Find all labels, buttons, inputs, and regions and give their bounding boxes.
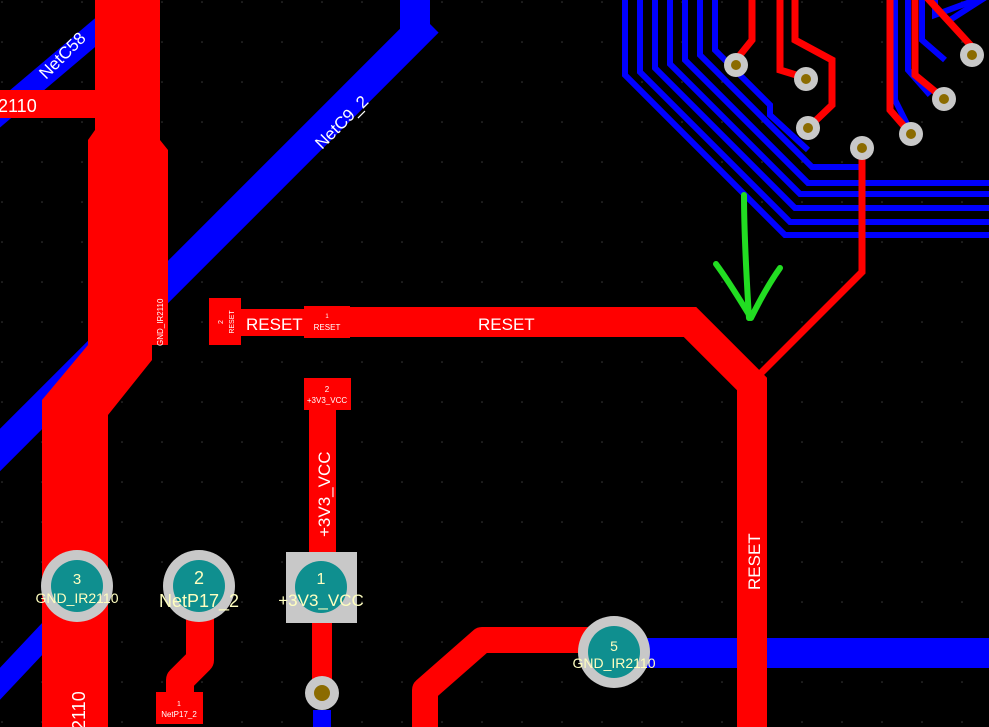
smd-vcc-pad2-number: 2 xyxy=(325,385,330,394)
smd-reset-pad1-net: RESET xyxy=(314,323,341,332)
label-reset-vertical: RESET xyxy=(745,533,764,590)
vias xyxy=(305,43,984,710)
trace-gnd-bottom[interactable] xyxy=(614,638,989,668)
smd-reset-pad2-net: RESET xyxy=(229,310,236,334)
pad-3-number: 3 xyxy=(73,571,81,588)
label-gnd-side: GND_IR2110 xyxy=(156,298,165,346)
trace-gnd-pad3[interactable] xyxy=(64,610,90,727)
pad-1-net: +3V3_VCC xyxy=(278,591,364,610)
pad-2-number: 2 xyxy=(194,568,204,588)
via[interactable] xyxy=(899,122,923,146)
trace-reset[interactable] xyxy=(305,307,767,727)
smd-reset-pad1-number: 1 xyxy=(325,314,329,320)
label-ir2110-bottom: 2110 xyxy=(69,691,89,727)
smd-netp17-pad1-net: NetP17_2 xyxy=(161,710,197,719)
pad-5-net: GND_IR2110 xyxy=(572,655,655,671)
pad-5[interactable] xyxy=(578,616,650,688)
via[interactable] xyxy=(305,676,339,710)
label-reset-small: RESET xyxy=(246,315,303,334)
label-vcc-vertical: +3V3_VCC xyxy=(315,451,334,537)
smd-reset-pad1[interactable] xyxy=(304,306,350,338)
trace-bus[interactable] xyxy=(622,0,989,238)
trace-netp17[interactable] xyxy=(166,610,214,700)
trace-reset-stub[interactable] xyxy=(236,309,308,336)
pad-3-net: GND_IR2110 xyxy=(35,590,118,606)
smd-vcc-pad2[interactable] xyxy=(304,378,351,410)
pad-1-number: 1 xyxy=(317,571,326,588)
via[interactable] xyxy=(932,87,956,111)
pad-2[interactable] xyxy=(163,550,235,622)
trace-gnd-ir2110[interactable] xyxy=(42,0,168,727)
smd-labels: 2 RESET 1 RESET 2 +3V3_VCC 1 NetP17_2 xyxy=(161,310,347,719)
smd-vcc-pad2-net: +3V3_VCC xyxy=(307,396,347,405)
pad-2-net: NetP17_2 xyxy=(159,591,239,612)
trace-vcc-bottom[interactable] xyxy=(313,710,331,727)
through-hole-pads xyxy=(41,550,650,688)
trace-gnd-pad5[interactable] xyxy=(412,627,614,727)
trace-ir2110-left[interactable] xyxy=(0,90,95,118)
smd-netp17-pad1[interactable] xyxy=(156,692,203,724)
smd-netp17-pad1-number: 1 xyxy=(177,701,181,708)
via[interactable] xyxy=(794,67,818,91)
pad-5-number: 5 xyxy=(610,638,618,654)
smd-reset-pad2-number: 2 xyxy=(218,320,225,324)
label-ir2110-left: 2110 xyxy=(0,96,37,116)
via[interactable] xyxy=(850,136,874,160)
trace-vcc[interactable] xyxy=(309,405,336,560)
pad-3[interactable] xyxy=(41,550,113,622)
smd-reset-pad2[interactable] xyxy=(209,298,241,345)
via[interactable] xyxy=(724,53,748,77)
label-reset-mid: RESET xyxy=(478,315,535,334)
via[interactable] xyxy=(960,43,984,67)
pad-1[interactable] xyxy=(286,552,357,623)
pad-labels: 3 GND_IR2110 2 NetP17_2 1 +3V3_VCC 5 GND… xyxy=(35,568,655,671)
via[interactable] xyxy=(796,116,820,140)
arrow-down-icon xyxy=(713,192,783,321)
